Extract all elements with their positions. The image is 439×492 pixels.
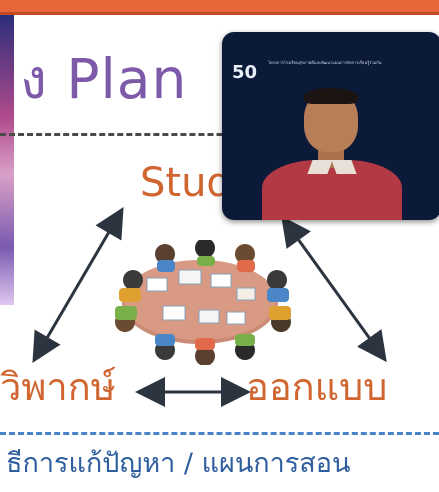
meeting-table-illustration (115, 240, 291, 365)
speaker-video-overlay[interactable]: 50 โครงการโรงเรียนสุขภาพดีและพัฒนาแผนการ… (222, 32, 439, 220)
right-arrow (281, 215, 387, 363)
logo-icon: 50 (232, 62, 258, 83)
speaker-shirt (262, 160, 402, 220)
top-accent-bar-shadow (0, 12, 439, 15)
left-edge-photo (0, 15, 14, 305)
critique-label: วิพากษ์ (0, 365, 116, 409)
video-caption: โครงการโรงเรียนสุขภาพดีและพัฒนาแผนการจัด… (268, 60, 382, 65)
design-label: ออกแบบ (246, 365, 388, 409)
left-arrow (32, 207, 124, 363)
study-label: Stud (140, 160, 232, 206)
slide-title: ง Plan (20, 47, 188, 111)
bottom-dashed-divider (0, 432, 439, 435)
speaker-hair (304, 88, 358, 104)
top-accent-bar (0, 0, 439, 12)
top-dashed-divider (0, 133, 439, 136)
method-label: ธีการแก้ปัญหา / แผนการสอน (6, 448, 351, 479)
